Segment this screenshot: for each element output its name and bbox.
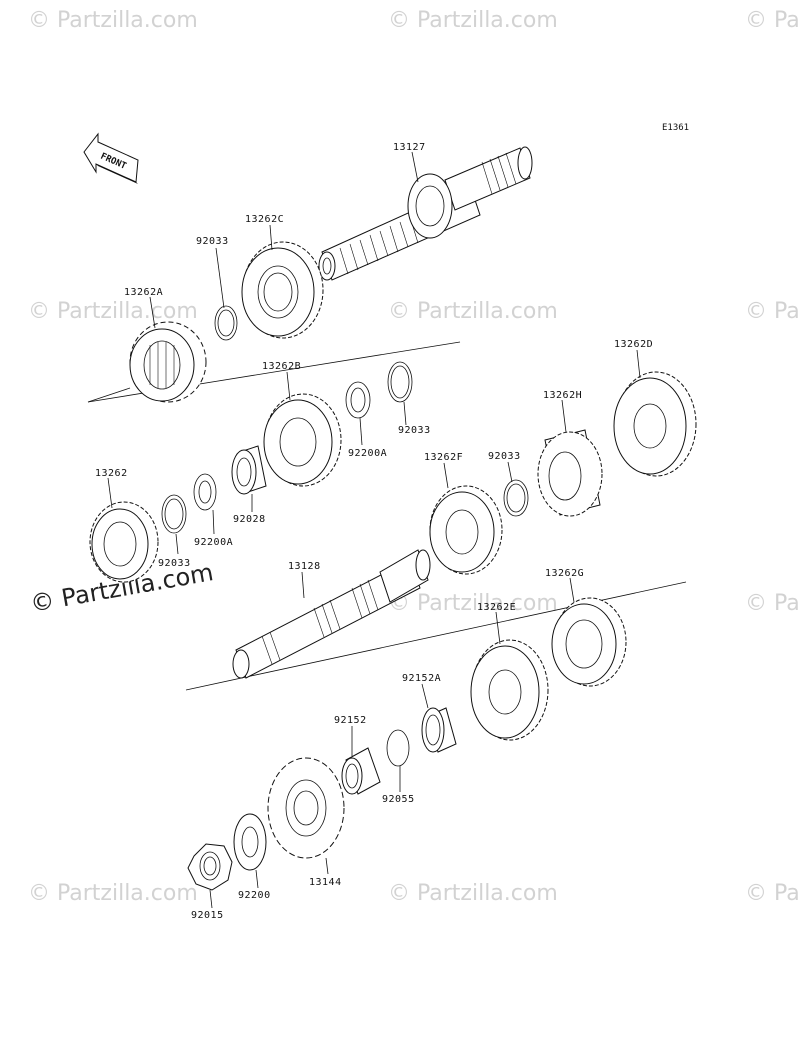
gear-13262E [470,639,549,741]
part-label: 13262H [543,390,582,401]
watermark-text: © Partzilla.com [28,299,198,324]
o-ring-92055 [386,729,410,767]
part-label: 92015 [191,910,224,921]
part-label: 13262B [262,361,301,372]
watermark-text: © Partzilla.com [745,299,800,324]
part-label: 13262E [477,602,516,613]
front-arrow-icon: FRONT [83,132,139,184]
part-label: 92033 [158,558,191,569]
circlip-92033-middle [387,361,413,403]
watermark-layer: © Partzilla.com © Partzilla.com © Partzi… [28,8,800,906]
part-label: 13127 [393,142,426,153]
gear-13262D [613,371,697,477]
gear-13262C [241,241,324,339]
part-label: 13144 [309,877,342,888]
washer-92200A-upper [345,381,371,419]
part-label: 13262A [124,287,163,298]
drive-shaft-13128 [232,549,431,679]
watermark-text: © Partzilla.com [745,881,800,906]
bushing-92152A [421,707,457,753]
washer-92200A-lower [193,473,217,511]
watermark-text: © Partzilla.com [745,591,800,616]
collar-92152 [341,747,381,795]
part-label: 13262C [245,214,284,225]
part-label: 13262D [614,339,653,350]
part-label: 92200A [348,448,387,459]
part-label: 92152A [402,673,441,684]
gear-13262H [537,429,603,517]
part-label: 92028 [233,514,266,525]
part-label: 92152 [334,715,367,726]
watermark-text: © Partzilla.com [28,8,198,33]
part-label: 13128 [288,561,321,572]
watermark-text: © Partzilla.com [28,881,198,906]
part-label: 13262 [95,468,128,479]
part-label: 92200A [194,537,233,548]
needle-bearing-92028 [231,445,267,495]
gear-13262 [89,501,159,583]
circlip-92033-right [503,479,529,517]
gear-13262F [429,485,503,575]
part-label: 92033 [196,236,229,247]
part-label: 92033 [488,451,521,462]
watermark-text: © Partzilla.com [388,299,558,324]
gear-13262G [551,597,627,687]
watermark-text: © Partzilla.com [745,8,800,33]
watermark-text: © Partzilla.com [388,8,558,33]
part-labels: 13127 13262C 92033 13262A 13262B 92033 9… [95,142,653,921]
washer-92200 [233,813,267,871]
watermark-text: © Partzilla.com [388,591,558,616]
gear-13262A [129,321,207,403]
circlip-92033-lower [161,494,187,534]
part-label: 13262G [545,568,584,579]
circlip-92033-upper [214,305,238,341]
part-label: 92200 [238,890,271,901]
nut-92015 [187,843,233,891]
sprocket-13144 [267,757,345,859]
diagram-code: E1361 [662,123,689,133]
leader-lines [107,151,641,909]
part-label: 13262F [424,452,463,463]
gear-13262B [263,393,342,487]
part-label: 92033 [398,425,431,436]
main-shaft-13127 [318,146,533,281]
part-label: 92055 [382,794,415,805]
watermark-text: © Partzilla.com [388,881,558,906]
